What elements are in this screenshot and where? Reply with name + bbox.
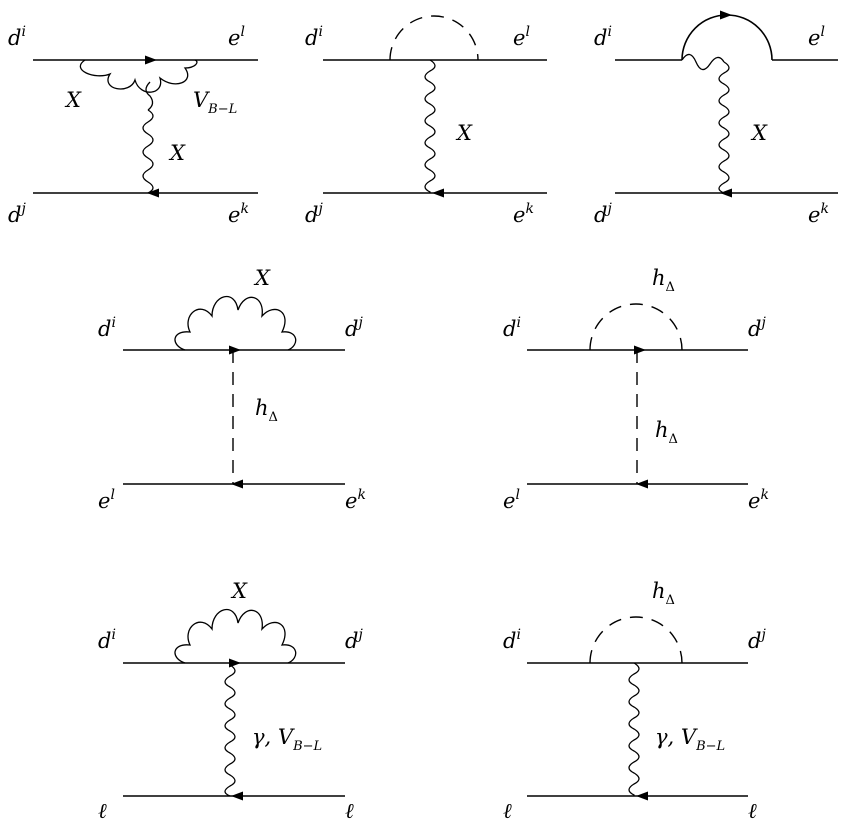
label-ell-left: ℓ xyxy=(503,799,512,823)
fermion-loop-arc xyxy=(681,14,773,61)
label-gammaV: γ, VB−L xyxy=(252,725,322,754)
arrow-left xyxy=(720,188,732,198)
label-di: di xyxy=(98,627,116,653)
label-dj: dj xyxy=(594,201,612,227)
label-hDelta: hΔ xyxy=(655,418,678,447)
label-el: el xyxy=(98,487,115,513)
label-el: el xyxy=(503,487,520,513)
diagram-1: di el X VB−L X dj ek xyxy=(8,24,258,227)
label-di: di xyxy=(503,627,521,653)
diagram-6: X di dj γ, VB−L ℓ ℓ xyxy=(98,579,363,823)
label-ell-left: ℓ xyxy=(98,799,107,823)
scalar-loop-dashed xyxy=(589,616,683,664)
arrow-left xyxy=(231,791,243,801)
arrow-left xyxy=(636,791,648,801)
boson-propagator-wavy xyxy=(142,109,154,194)
label-X: X xyxy=(750,121,768,145)
arrow-right xyxy=(229,345,241,355)
label-ek: ek xyxy=(748,487,769,513)
label-ek: ek xyxy=(808,201,829,227)
scalar-loop-dashed xyxy=(389,15,479,61)
diagram-4: X di dj hΔ el ek xyxy=(98,266,366,513)
boson-propagator-wavy xyxy=(424,59,436,193)
label-ek: ek xyxy=(513,201,534,227)
label-dj: dj xyxy=(345,315,363,341)
label-dj: dj xyxy=(345,627,363,653)
arrow-right xyxy=(634,345,646,355)
label-X: X xyxy=(253,266,271,290)
label-dj: dj xyxy=(8,201,26,227)
boson-propagator-wavy xyxy=(224,664,236,797)
label-X: X xyxy=(455,121,473,145)
boson-connector-wavy xyxy=(681,53,725,71)
boson-loop-wavy xyxy=(79,59,198,93)
label-di: di xyxy=(503,315,521,341)
diagram-5: hΔ di dj hΔ el ek xyxy=(503,266,769,513)
label-X: X xyxy=(64,88,82,112)
label-ek: ek xyxy=(228,201,249,227)
boson-loop-wavy xyxy=(174,608,297,664)
label-ell-right: ℓ xyxy=(748,799,757,823)
arrow-right xyxy=(145,55,157,65)
label-el: el xyxy=(808,24,825,50)
label-di: di xyxy=(8,24,26,50)
arrow-left xyxy=(432,188,444,198)
label-di: di xyxy=(594,24,612,50)
label-gammaV: γ, VB−L xyxy=(655,725,725,754)
boson-propagator-wavy xyxy=(628,662,640,796)
diagram-2: di el X dj ek xyxy=(305,15,547,227)
boson-propagator-wavy xyxy=(718,61,730,194)
diagram-3: di el X dj ek xyxy=(594,10,838,227)
label-hDelta: hΔ xyxy=(255,396,278,425)
label-X: X xyxy=(230,579,248,603)
label-el: el xyxy=(228,24,245,50)
label-hDelta-loop: hΔ xyxy=(652,579,675,608)
label-VBL: VB−L xyxy=(193,88,237,117)
label-X-propagator: X xyxy=(168,141,186,165)
arrow-left xyxy=(636,479,648,489)
boson-loop-wavy xyxy=(174,295,297,351)
scalar-loop-dashed xyxy=(589,303,683,351)
diagram-7: hΔ di dj γ, VB−L ℓ ℓ xyxy=(503,579,766,823)
boson-connector xyxy=(145,81,154,111)
label-di: di xyxy=(98,315,116,341)
label-dj: dj xyxy=(305,201,323,227)
label-dj: dj xyxy=(748,627,766,653)
label-ek: ek xyxy=(345,487,366,513)
label-hDelta-loop: hΔ xyxy=(652,266,675,295)
label-ell-right: ℓ xyxy=(345,799,354,823)
label-el: el xyxy=(513,24,530,50)
label-dj: dj xyxy=(748,315,766,341)
arrow-right xyxy=(720,10,732,20)
label-di: di xyxy=(305,24,323,50)
